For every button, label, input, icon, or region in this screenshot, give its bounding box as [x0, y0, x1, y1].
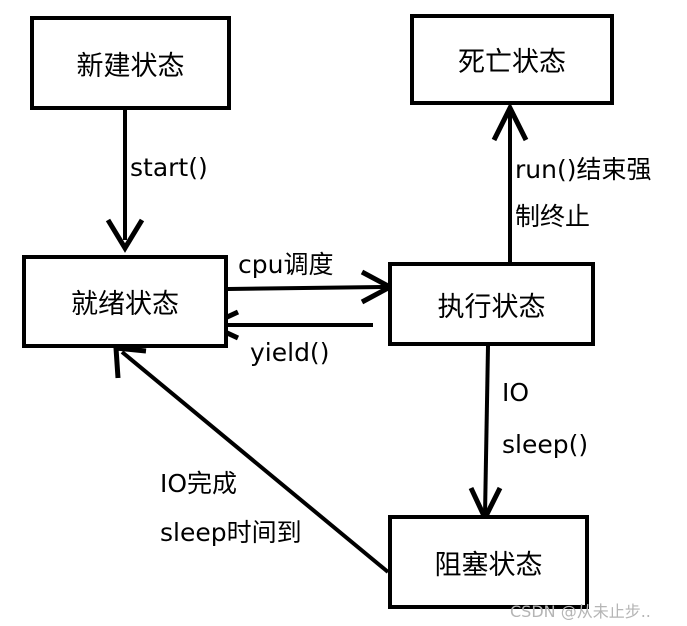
state-new: 新建状态	[30, 16, 231, 110]
state-running: 执行状态	[388, 262, 595, 346]
arrowhead-new-to-ready	[105, 218, 145, 253]
label-yield: yield()	[250, 338, 330, 367]
watermark: CSDN @从未止步..	[510, 602, 651, 621]
label-schedule: cpu调度	[238, 250, 334, 279]
state-blocked-label: 阻塞状态	[434, 549, 543, 581]
label-start: start()	[130, 153, 208, 182]
label-wake-line2: sleep时间到	[160, 518, 302, 547]
label-end-line1: run()结束强	[515, 155, 652, 184]
state-blocked: 阻塞状态	[388, 515, 589, 609]
state-ready: 就绪状态	[22, 255, 228, 348]
state-dead: 死亡状态	[410, 14, 614, 105]
state-ready-label: 就绪状态	[71, 289, 179, 320]
label-io: IO	[502, 378, 530, 407]
state-dead-label: 死亡状态	[458, 47, 566, 78]
arrow-running-to-blocked	[483, 345, 490, 516]
arrowhead-blocked-to-ready	[113, 345, 147, 379]
state-new-label: 新建状态	[76, 50, 185, 82]
label-wake-line1: IO完成	[160, 469, 238, 498]
arrowhead-running-to-dead	[491, 102, 529, 142]
state-running-label: 执行状态	[437, 291, 546, 323]
arrow-blocked-to-ready	[120, 350, 390, 574]
label-end-line2: 制终止	[515, 202, 591, 231]
label-sleep: sleep()	[502, 430, 589, 459]
arrow-ready-to-running	[227, 285, 386, 291]
